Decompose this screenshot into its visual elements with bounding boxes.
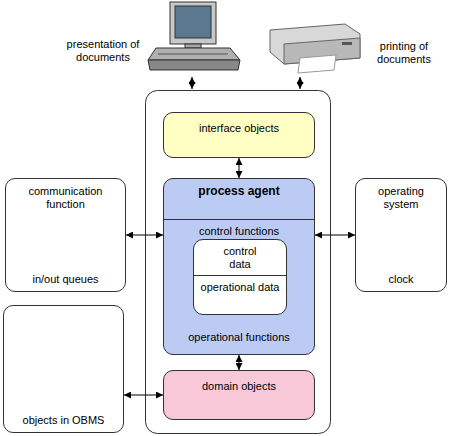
process-box: process agent control functions operationa…: [163, 178, 315, 355]
connector-arrow: [239, 158, 240, 178]
node-title: operating system: [361, 185, 441, 211]
device-label: presentation of documents: [56, 38, 150, 64]
process-box: control data operational data: [193, 239, 287, 315]
connector-arrow: [315, 235, 355, 236]
printer-connector: [300, 77, 301, 89]
node-text: operational data: [201, 281, 280, 294]
agent-container: [146, 91, 331, 434]
computer-icon: [148, 2, 240, 70]
process-box: communication function in/out queues: [5, 178, 126, 292]
connector-arrow: [126, 235, 163, 236]
node-text: operational functions: [188, 331, 290, 344]
node-title: domain objects: [202, 380, 276, 393]
process-box: objects in OBMS: [3, 305, 124, 433]
node-text: in/out queues: [32, 273, 98, 286]
device-label: printing of documents: [362, 40, 446, 66]
display-connector: [192, 77, 193, 89]
node-title: control data: [214, 245, 266, 271]
node-title: communication function: [16, 185, 116, 211]
node-text: clock: [388, 273, 413, 286]
printer-icon: [270, 24, 360, 73]
node-title: interface objects: [199, 122, 279, 135]
divider-line: [164, 219, 314, 220]
divider-line: [194, 275, 286, 276]
node-title: objects in OBMS: [23, 414, 105, 427]
connector-arrow: [124, 395, 163, 396]
connector-arrow: [239, 355, 240, 370]
node-title: process agent: [198, 185, 279, 198]
process-box: operating system clock: [355, 178, 447, 292]
process-box: interface objects: [163, 112, 315, 158]
node-text: control functions: [199, 225, 279, 238]
process-box: domain objects: [163, 370, 315, 420]
